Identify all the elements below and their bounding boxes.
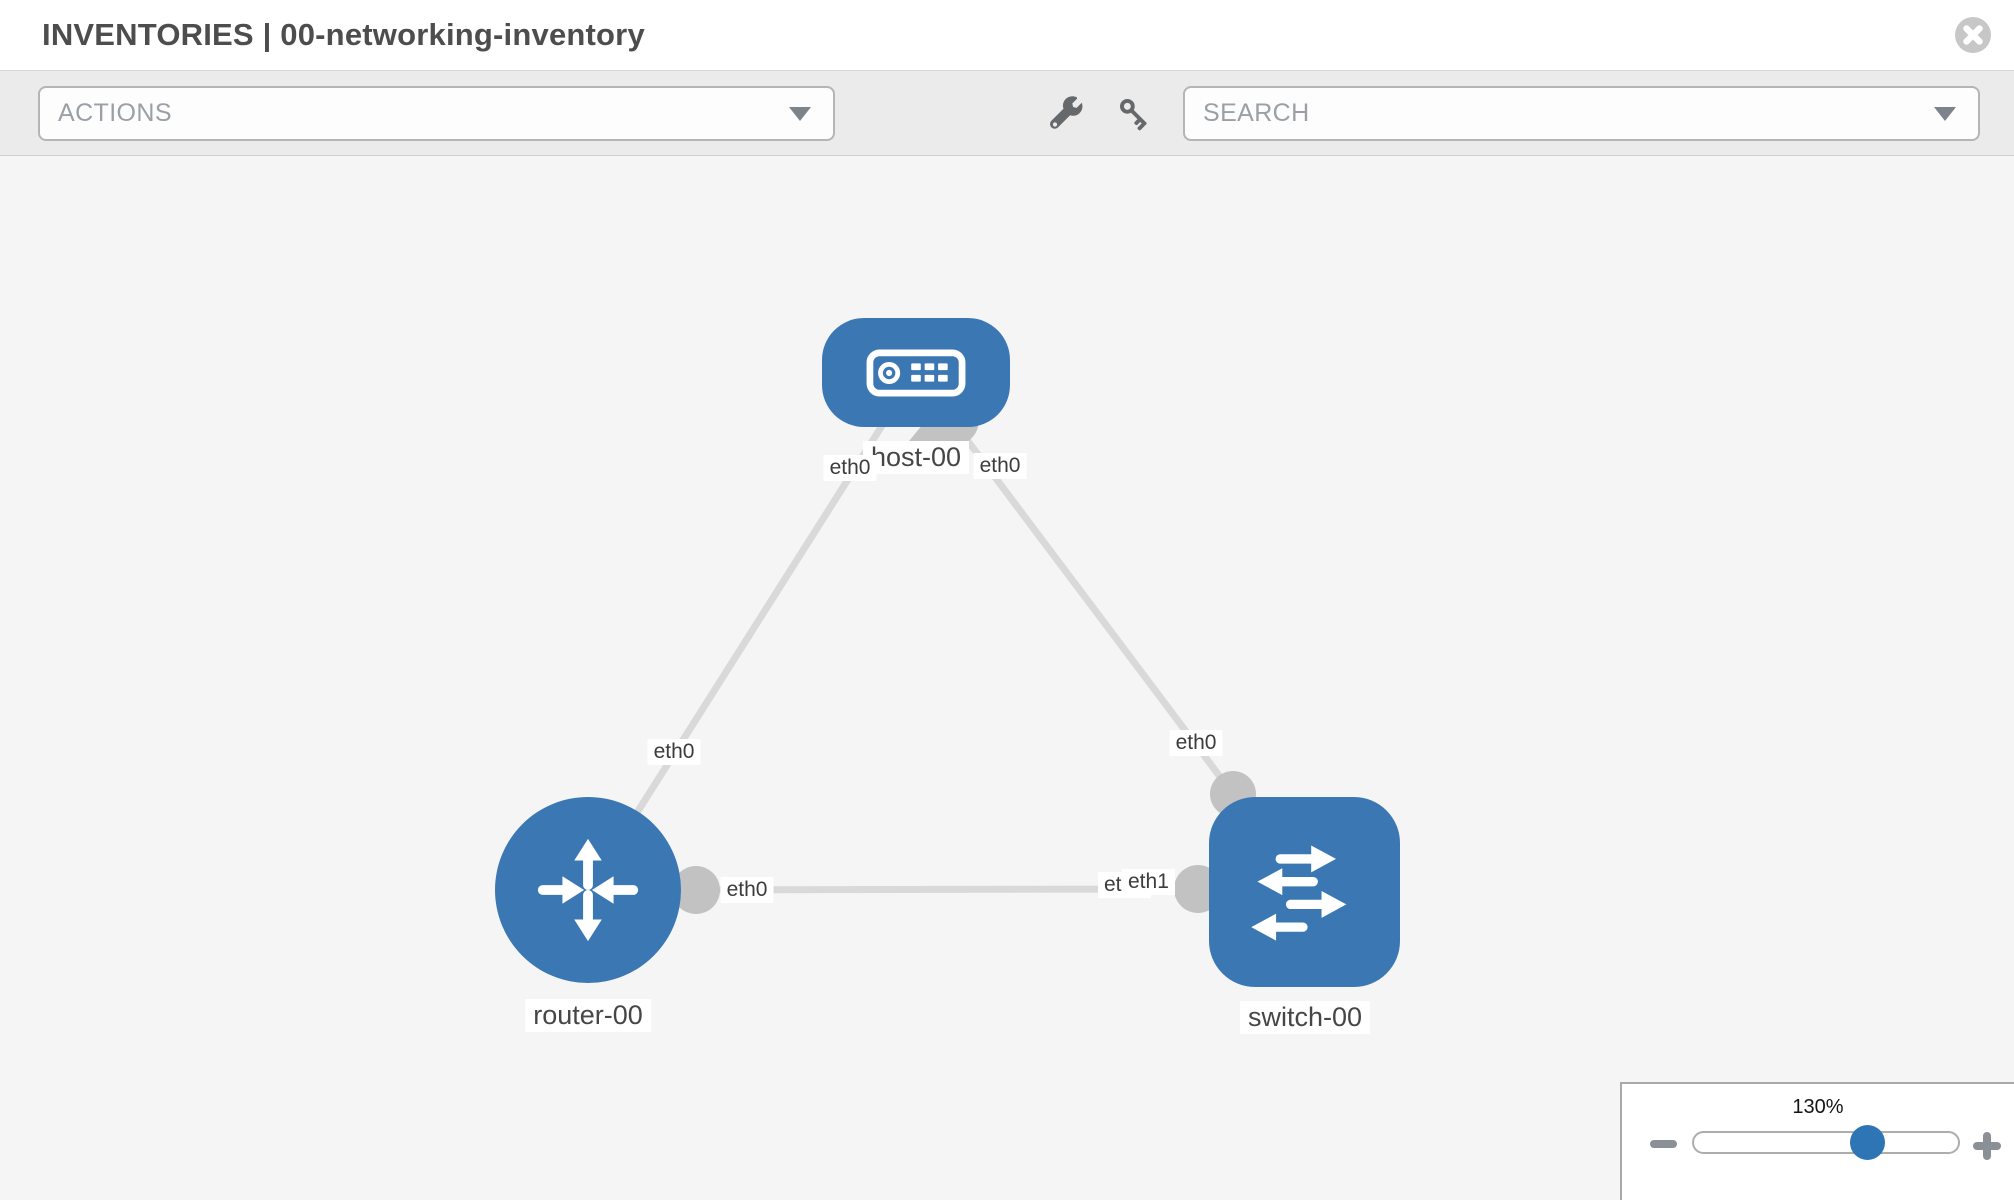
- iface-label-switch-eth1-front: eth1: [1122, 869, 1175, 895]
- node-host-00[interactable]: [822, 318, 1010, 427]
- search-dropdown-label: SEARCH: [1203, 99, 1310, 127]
- chevron-down-icon: [1934, 107, 1956, 121]
- node-switch-00[interactable]: [1209, 797, 1400, 987]
- switch-icon: [1250, 845, 1346, 941]
- zoom-in-button[interactable]: [1968, 1126, 2006, 1162]
- iface-label-host-eth0-right: eth0: [973, 453, 1027, 479]
- zoom-out-button[interactable]: [1644, 1130, 1682, 1158]
- toolbar: ACTIONS SEARCH: [0, 70, 2014, 156]
- zoom-slider[interactable]: [1692, 1125, 1960, 1160]
- node-label-router: router-00: [525, 999, 651, 1032]
- router-icon: [537, 838, 639, 942]
- minus-icon: [1649, 1140, 1677, 1148]
- node-label-host: host-00: [862, 441, 970, 474]
- actions-dropdown[interactable]: ACTIONS: [38, 86, 835, 141]
- page-title: INVENTORIES | 00-networking-inventory: [42, 17, 645, 52]
- close-button[interactable]: [1955, 17, 1991, 53]
- configure-button[interactable]: [1040, 87, 1094, 141]
- key-icon: [1120, 99, 1147, 131]
- topology-canvas[interactable]: host-00 router-00 switch-00 eth0 eth0 et…: [0, 156, 2014, 1200]
- iface-label-router-eth0: eth0: [720, 877, 774, 903]
- header: INVENTORIES | 00-networking-inventory: [0, 0, 2014, 70]
- close-icon: [1955, 17, 1991, 53]
- iface-label-host-eth0-left: eth0: [823, 455, 877, 481]
- zoom-level: 130%: [1792, 1096, 1844, 1118]
- credentials-button[interactable]: [1108, 87, 1162, 141]
- plus-icon: [1973, 1132, 2001, 1160]
- actions-dropdown-label: ACTIONS: [58, 99, 172, 127]
- chevron-down-icon: [789, 107, 811, 121]
- port-router-eth0: [672, 866, 720, 914]
- wrench-icon: [1050, 96, 1084, 129]
- host-icon: [866, 348, 966, 397]
- iface-label-router-link-eth0: eth0: [647, 739, 701, 765]
- search-dropdown[interactable]: SEARCH: [1183, 86, 1980, 141]
- zoom-slider-thumb[interactable]: [1850, 1125, 1885, 1160]
- node-router-00[interactable]: [495, 797, 681, 983]
- iface-label-switch-eth0: eth0: [1169, 730, 1223, 756]
- zoom-panel: 130%: [1620, 1082, 2014, 1200]
- node-label-switch: switch-00: [1239, 1001, 1371, 1034]
- links-layer: [585, 369, 1256, 914]
